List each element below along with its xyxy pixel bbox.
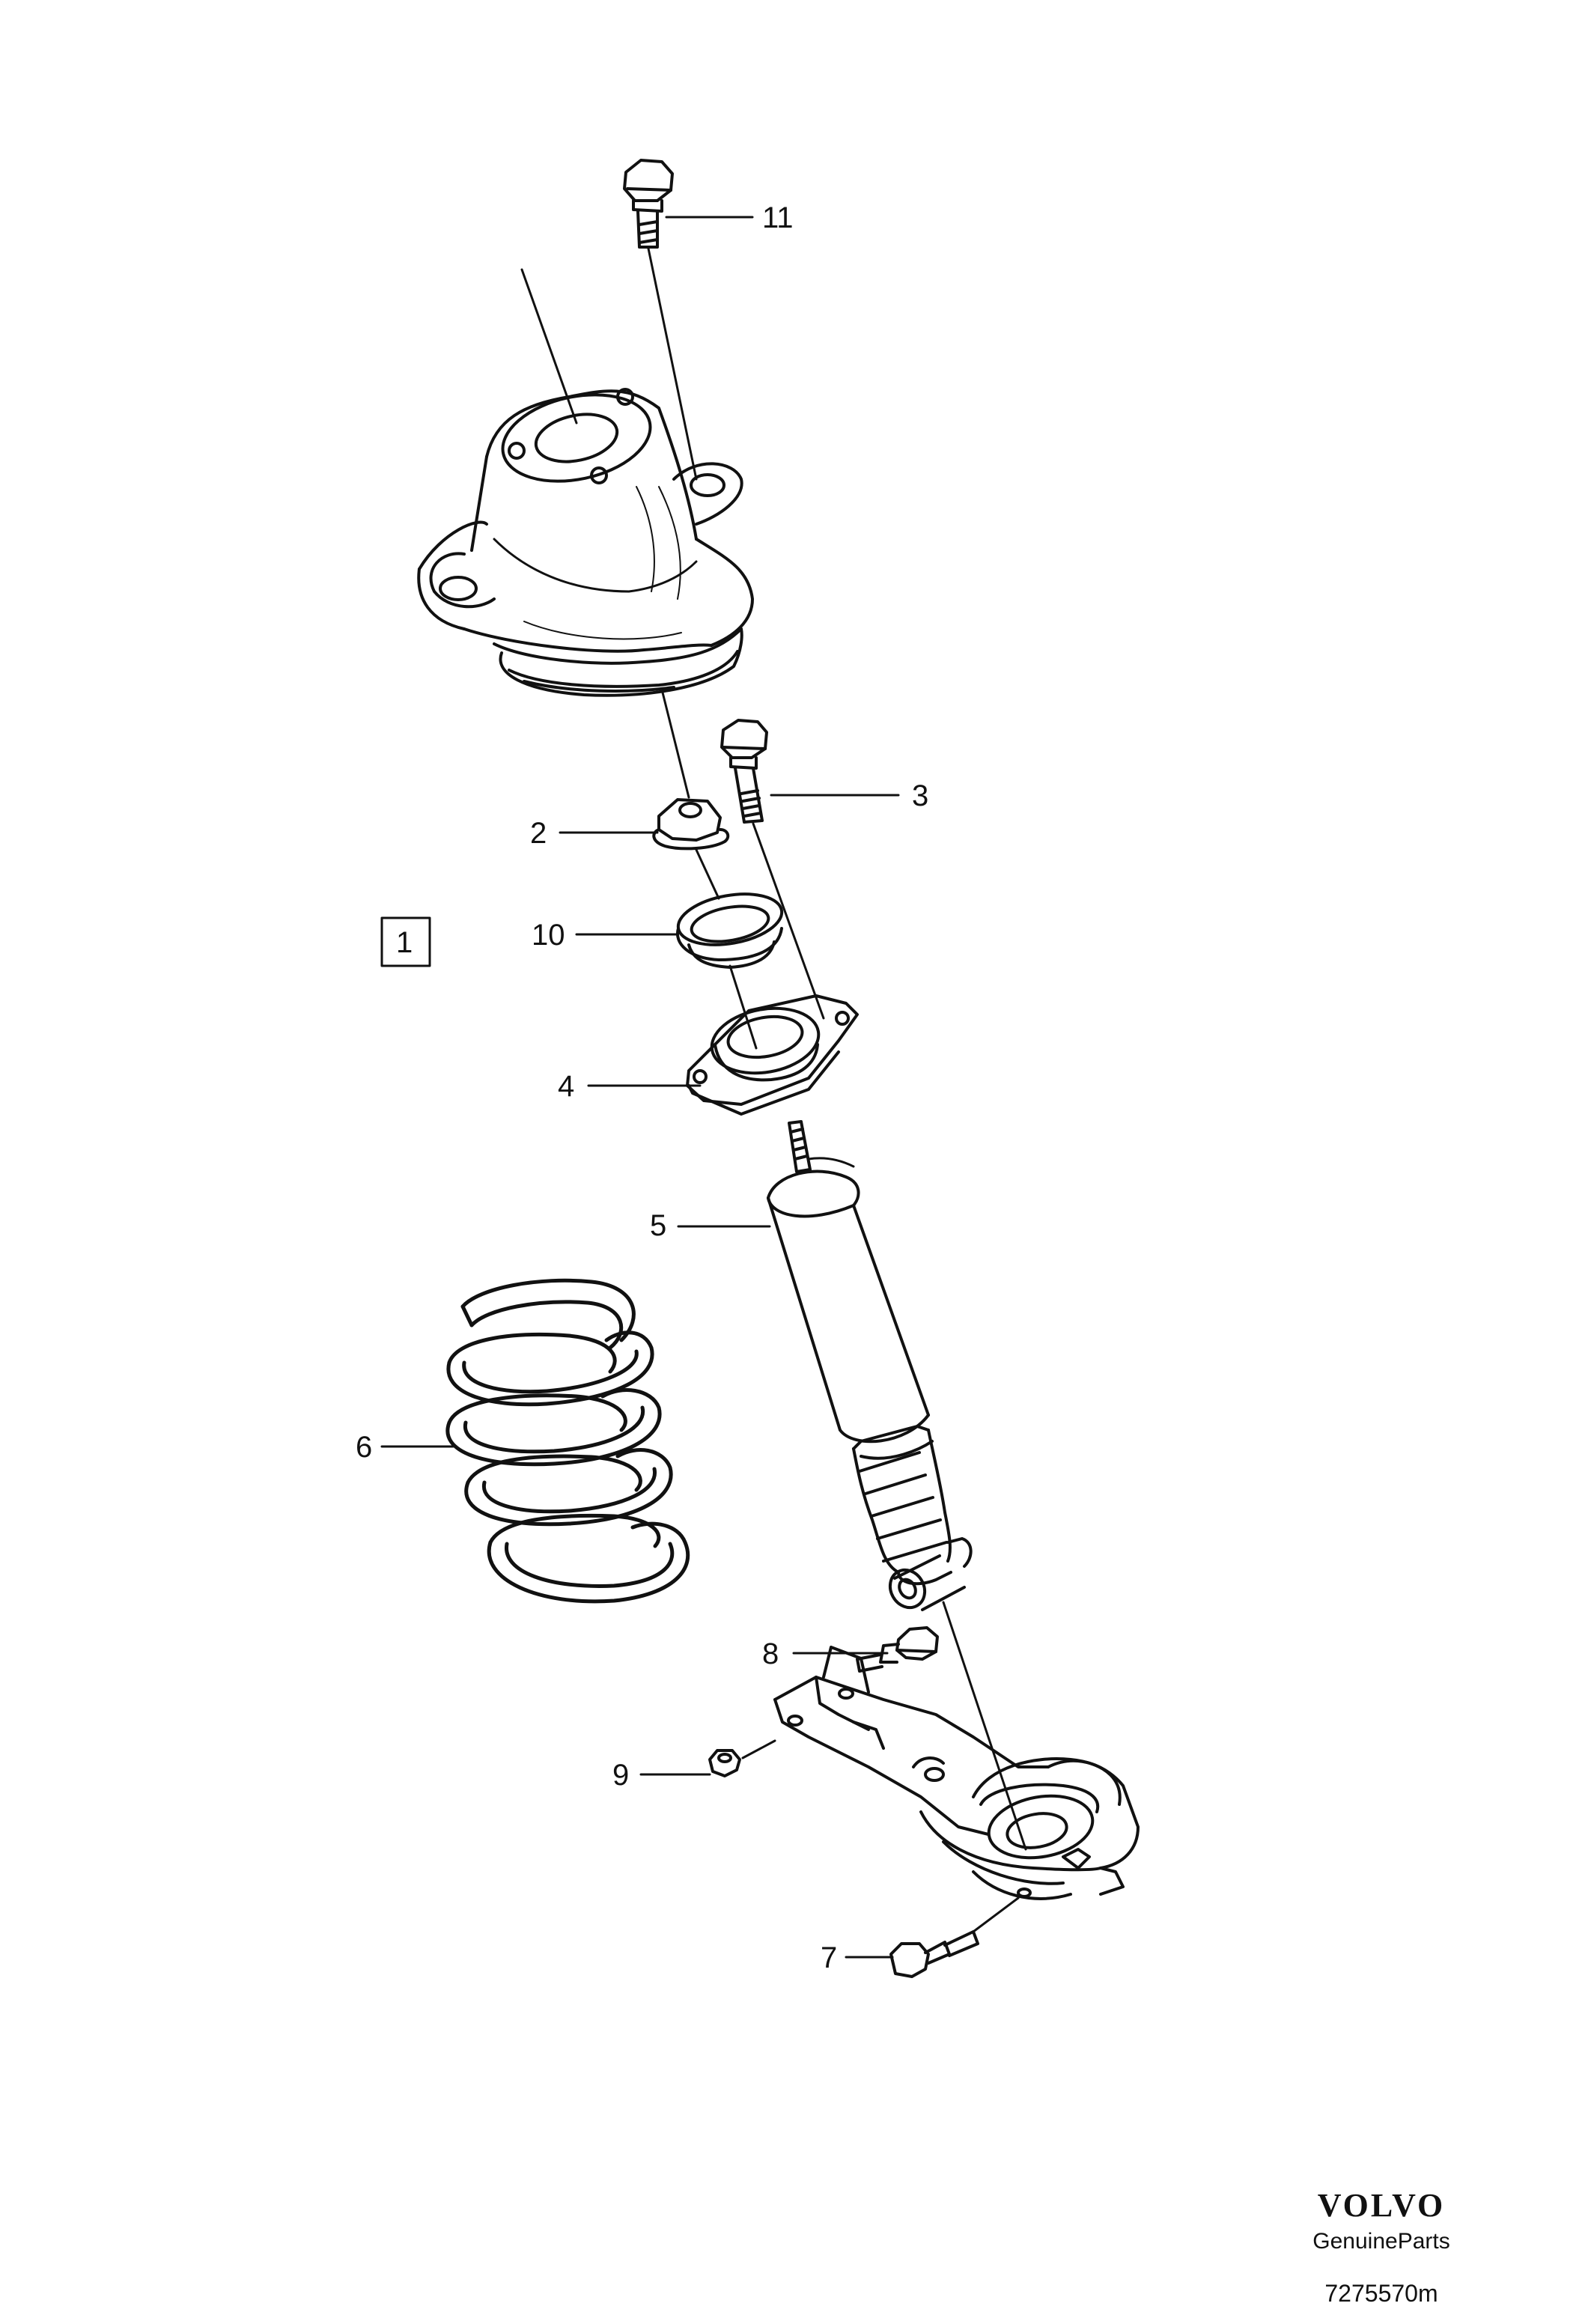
part-10-cup (675, 892, 784, 1050)
top-mount-housing (417, 268, 754, 697)
callout-7: 7 (821, 1941, 894, 1974)
part-2-nut (652, 691, 730, 900)
callout-11: 11 (665, 201, 794, 234)
svg-text:2: 2 (530, 817, 547, 850)
callout-6: 6 (356, 1431, 454, 1464)
part-4-mount-plate (686, 994, 859, 1116)
svg-text:8: 8 (762, 1637, 779, 1670)
part-11-bolt (623, 159, 698, 481)
callout-9: 9 (612, 1759, 711, 1792)
figure-code: 7275570m (1324, 2280, 1438, 2307)
svg-text:9: 9 (612, 1759, 629, 1792)
volvo-logo: VOLVO (1317, 2187, 1446, 2224)
svg-text:4: 4 (558, 1070, 574, 1103)
part-7-bolt (889, 1896, 1020, 1978)
callout-8: 8 (762, 1637, 889, 1670)
callout-2: 2 (530, 817, 659, 850)
volvo-brand-mark: VOLVO GenuineParts (1277, 2186, 1486, 2254)
callout-5: 5 (650, 1209, 771, 1242)
part-8-bolt (856, 1626, 939, 1673)
svg-text:10: 10 (532, 919, 565, 952)
part-3-bolt (720, 719, 825, 1020)
svg-text:6: 6 (356, 1431, 372, 1464)
svg-text:5: 5 (650, 1209, 666, 1242)
callout-4: 4 (558, 1070, 702, 1103)
svg-text:1: 1 (396, 926, 413, 959)
genuine-parts-label: GenuineParts (1312, 2229, 1450, 2254)
callout-1-box: 1 (380, 916, 431, 967)
lower-control-arm (773, 1646, 1140, 1900)
part-6-coil-spring (445, 1278, 690, 1604)
svg-text:7: 7 (821, 1941, 837, 1974)
svg-text:11: 11 (762, 201, 794, 234)
callout-10: 10 (532, 919, 679, 952)
part-9-nut (708, 1739, 776, 1777)
callout-3: 3 (770, 779, 928, 812)
svg-text:3: 3 (912, 779, 928, 812)
part-5-shock-absorber (767, 1120, 1027, 1851)
